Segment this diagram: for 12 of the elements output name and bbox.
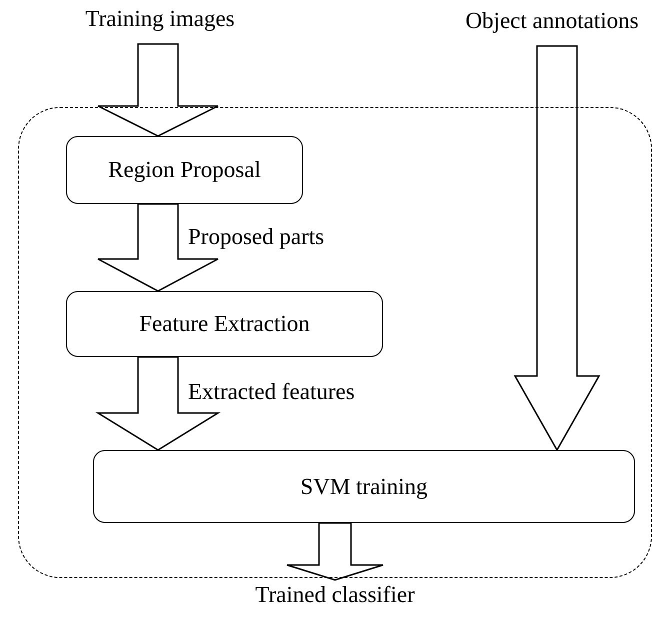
input-label: Training images [60,4,260,34]
block-arrow [97,203,219,292]
dashed-group-outline [18,107,652,578]
process-box: Region Proposal [66,136,303,204]
process-box: Feature Extraction [66,291,383,357]
block-arrow [514,45,600,452]
block-arrow [286,522,384,581]
input-label: Object annotations [440,6,664,36]
block-arrow [95,356,221,451]
block-arrow [97,43,219,137]
output-label: Trained classifier [225,580,445,610]
process-box: SVM training [93,450,635,523]
